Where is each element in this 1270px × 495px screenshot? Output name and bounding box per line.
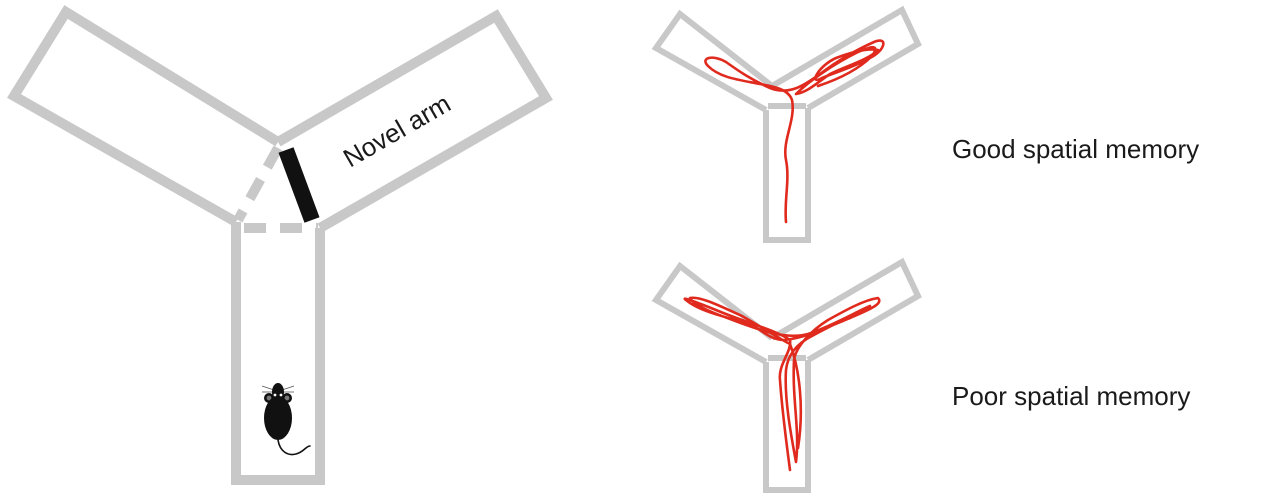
- mouse-icon: [262, 383, 310, 454]
- good-maze-left-arm: [656, 14, 772, 110]
- poor-memory-label: Poor spatial memory: [952, 381, 1190, 411]
- poor-memory-maze: [656, 262, 918, 490]
- left-arm-wall: [14, 12, 278, 222]
- left-arm-opening: [238, 148, 278, 220]
- good-memory-label: Good spatial memory: [952, 134, 1199, 164]
- poor-memory-track: [685, 298, 880, 470]
- good-memory-track: [705, 41, 883, 222]
- good-memory-maze: [656, 10, 918, 240]
- novel-arm-door: [286, 150, 312, 220]
